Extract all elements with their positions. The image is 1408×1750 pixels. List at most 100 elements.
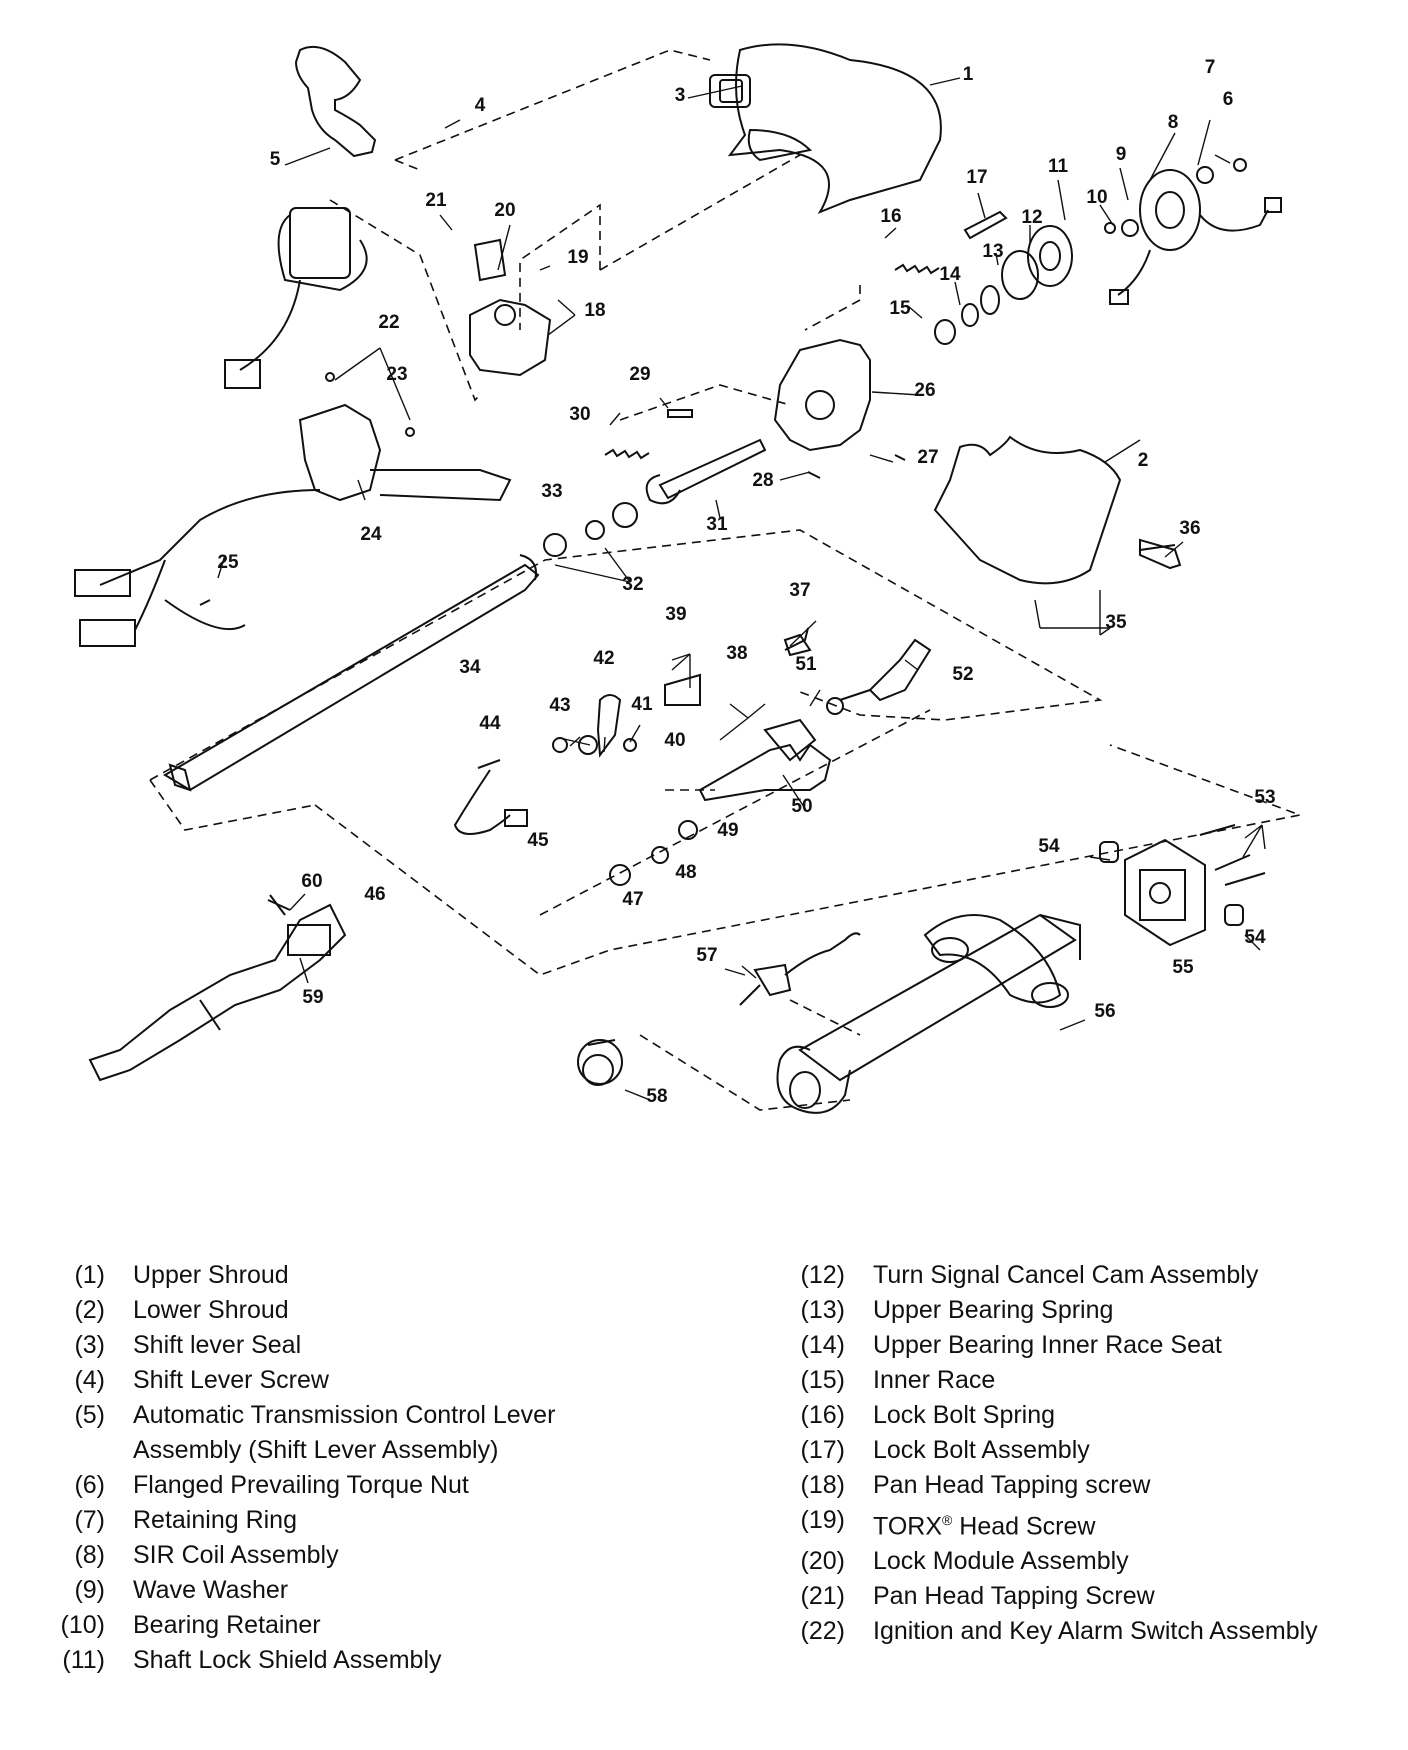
legend-item: (17) Lock Bolt Assembly bbox=[770, 1433, 1390, 1468]
callout-13: 13 bbox=[982, 241, 1003, 262]
callout-60: 60 bbox=[301, 871, 322, 892]
lower-shroud bbox=[933, 435, 1122, 585]
upper-shroud bbox=[727, 43, 942, 214]
legend-right: (12)Turn Signal Cancel Cam Assembly (13) U… bbox=[770, 1258, 1390, 1649]
legend-item: (2)Lower Shroud bbox=[30, 1293, 630, 1328]
column-bracket bbox=[1124, 838, 1206, 947]
leader-lines bbox=[217, 77, 1266, 1101]
callout-48: 48 bbox=[675, 862, 696, 883]
legend-number: (4) bbox=[74, 1366, 105, 1394]
shaft-lock-shield bbox=[1027, 225, 1073, 287]
legend-number: (6) bbox=[74, 1471, 105, 1499]
legend-text: Lock Bolt Spring bbox=[873, 1401, 1056, 1429]
steering-shaft bbox=[163, 563, 540, 792]
legend-text: SIR Coil Assembly bbox=[133, 1541, 339, 1569]
callout-21: 21 bbox=[425, 190, 447, 211]
callout-33: 33 bbox=[541, 481, 562, 502]
callout-43: 43 bbox=[549, 695, 570, 716]
legend-number: (7) bbox=[74, 1506, 105, 1534]
legend-text: Upper Bearing Inner Race Seat bbox=[873, 1331, 1222, 1359]
legend-text: Shaft Lock Shield Assembly bbox=[133, 1646, 442, 1674]
callout-50: 50 bbox=[791, 796, 812, 817]
callout-44: 44 bbox=[479, 713, 501, 734]
callout-39: 39 bbox=[665, 604, 686, 625]
lock-module bbox=[469, 298, 552, 377]
callout-56: 56 bbox=[1094, 1001, 1115, 1022]
legend-text: Retaining Ring bbox=[133, 1506, 297, 1534]
intermediate-shaft bbox=[88, 903, 347, 1082]
callout-36: 36 bbox=[1179, 518, 1200, 539]
callout-59: 59 bbox=[302, 987, 323, 1008]
legend-number: (19) bbox=[800, 1506, 845, 1534]
legend-item: (14)Upper Bearing Inner Race Seat bbox=[770, 1328, 1390, 1363]
callout-16: 16 bbox=[880, 206, 901, 227]
callout-53: 53 bbox=[1254, 787, 1275, 808]
callout-29: 29 bbox=[629, 364, 650, 385]
legend-item: (18)Pan Head Tapping screw bbox=[770, 1468, 1390, 1503]
legend-item: (12)Turn Signal Cancel Cam Assembly bbox=[770, 1258, 1390, 1293]
callout-49: 49 bbox=[717, 820, 738, 841]
callout-5: 5 bbox=[270, 149, 281, 170]
callout-28: 28 bbox=[752, 470, 773, 491]
callout-57: 57 bbox=[696, 945, 717, 966]
callout-20: 20 bbox=[494, 200, 515, 221]
legend-number: (5) bbox=[74, 1401, 105, 1429]
callout-45: 45 bbox=[527, 830, 549, 851]
callout-2: 2 bbox=[1138, 450, 1149, 471]
legend-text: Shift Lever Screw bbox=[133, 1366, 329, 1394]
legend-text: Upper Shroud bbox=[133, 1261, 289, 1289]
legend-item: (3)Shift lever Seal bbox=[30, 1328, 630, 1363]
exploded-diagram: 1234567891011121314151617181920212223242… bbox=[74, 43, 1303, 1114]
legend-item: (13) Upper Bearing Spring bbox=[770, 1293, 1390, 1328]
legend-item: (9)Wave Washer bbox=[30, 1573, 630, 1608]
legend-text: Lock Module Assembly bbox=[873, 1547, 1129, 1576]
cancel-cam bbox=[1001, 250, 1039, 300]
callout-23: 23 bbox=[386, 364, 407, 385]
legend-number: (15) bbox=[800, 1366, 845, 1394]
legend-item: (8) SIR Coil Assembly bbox=[30, 1538, 630, 1573]
legend-text: Lower Shroud bbox=[133, 1296, 289, 1324]
callout-30: 30 bbox=[569, 404, 590, 425]
callout-22: 22 bbox=[378, 312, 399, 333]
legend-text: Lock Bolt Assembly bbox=[873, 1436, 1090, 1464]
legend-number: (13) bbox=[800, 1296, 845, 1324]
callout-10: 10 bbox=[1086, 187, 1107, 208]
callout-51: 51 bbox=[795, 654, 817, 675]
shift-lever bbox=[294, 46, 377, 158]
callout-11: 11 bbox=[1048, 156, 1069, 177]
legend-text: Pan Head Tapping Screw bbox=[873, 1582, 1155, 1611]
callout-58: 58 bbox=[646, 1086, 667, 1107]
callout-32: 32 bbox=[622, 574, 643, 595]
legend-number: (17) bbox=[800, 1436, 845, 1464]
callout-38: 38 bbox=[726, 643, 747, 664]
callout-12: 12 bbox=[1021, 207, 1042, 228]
callout-4: 4 bbox=[475, 95, 486, 116]
legend-number: (12) bbox=[800, 1261, 845, 1289]
callout-35: 35 bbox=[1105, 612, 1127, 633]
legend-number: (16) bbox=[800, 1401, 845, 1429]
legend-item: (20)Lock Module Assembly bbox=[770, 1544, 1390, 1579]
legend-item: (1) Upper Shroud bbox=[30, 1258, 630, 1293]
callout-40: 40 bbox=[664, 730, 685, 751]
callout-42: 42 bbox=[593, 648, 614, 669]
legend-number: (9) bbox=[74, 1576, 105, 1604]
legend-text: Flanged Prevailing Torque Nut bbox=[133, 1471, 469, 1499]
legend-text: Pan Head Tapping screw bbox=[873, 1471, 1151, 1499]
assembly-dashed-lines bbox=[149, 49, 1303, 1111]
legend-number: (1) bbox=[74, 1261, 105, 1289]
legend-left: (1) Upper Shroud (2)Lower Shroud(3)Shift l… bbox=[30, 1258, 630, 1678]
column-housing bbox=[773, 338, 871, 452]
callout-47: 47 bbox=[622, 889, 643, 910]
legend-text: Inner Race bbox=[873, 1366, 996, 1394]
legend-number: (8) bbox=[74, 1541, 105, 1569]
legend-item: (11)Shaft Lock Shield Assembly bbox=[30, 1643, 630, 1678]
callout-15: 15 bbox=[889, 298, 911, 319]
callout-52: 52 bbox=[952, 664, 973, 685]
legend-text: Upper Bearing Spring bbox=[873, 1296, 1114, 1324]
legend-item: (15) Inner Race bbox=[770, 1363, 1390, 1398]
legend-item: (22)Ignition and Key Alarm Switch Assemb… bbox=[770, 1614, 1390, 1649]
callout-24: 24 bbox=[360, 524, 382, 545]
callout-46: 46 bbox=[364, 884, 385, 905]
legend-number: (22) bbox=[800, 1617, 845, 1646]
